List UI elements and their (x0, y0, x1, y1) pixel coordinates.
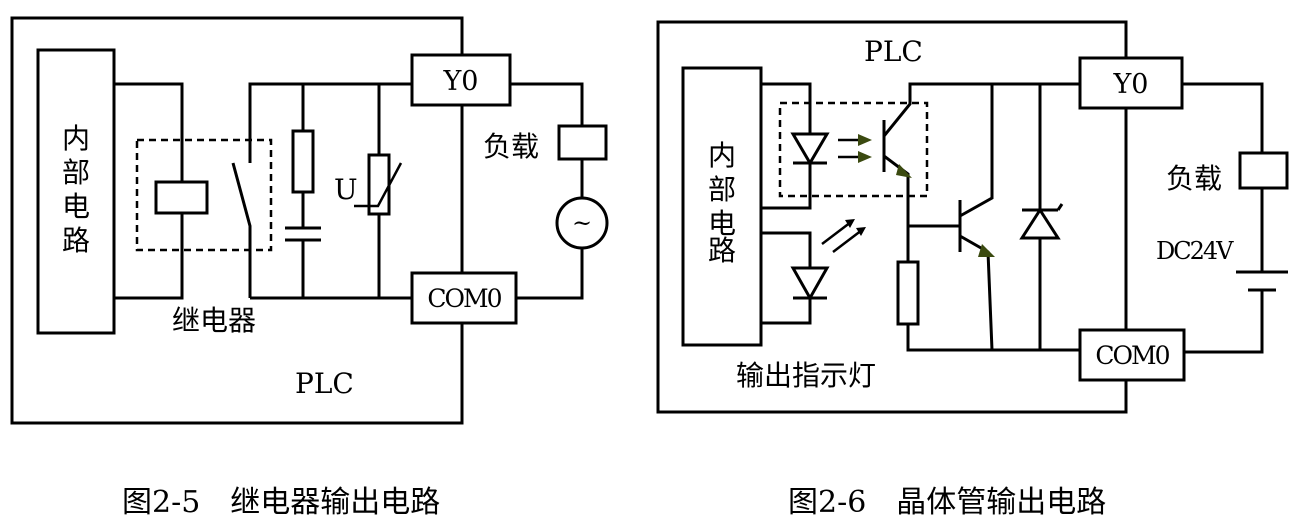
indicator-light-lines (821, 221, 863, 253)
relay-coil (154, 180, 209, 215)
internal-label-2: 部 (708, 173, 736, 206)
plc-label: PLC (864, 35, 923, 68)
indicator-led (790, 266, 830, 302)
internal-label-1: 内 (62, 122, 90, 155)
internal-label-3: 电 (62, 190, 90, 223)
resistor (291, 129, 315, 194)
load-label: 负载 (1166, 162, 1222, 195)
figure-2-6: PLC 内 部 电 路 Y0 COM0 负载 (656, 20, 1289, 520)
opto-led-wire (761, 82, 812, 210)
coil-wires (114, 82, 184, 300)
opto-emitter-arrow (896, 164, 912, 178)
caption-2-6: 图2-6 晶体管输出电路 (788, 485, 1106, 520)
optocoupler-dashed-box (778, 101, 929, 198)
internal-circuit-block (36, 48, 116, 335)
plc-outline (656, 20, 1128, 414)
dc-label: DC24V (1156, 237, 1234, 265)
opto-led (790, 132, 830, 166)
com0-terminal (1078, 328, 1186, 382)
varistor-slash (354, 162, 403, 208)
indicator-label: 输出指示灯 (736, 359, 876, 392)
y0-terminal (410, 53, 512, 107)
load (557, 124, 608, 161)
plc-label: PLC (295, 367, 354, 400)
ac-source (555, 196, 609, 250)
load-label: 负载 (483, 130, 539, 163)
bottom-bus (906, 324, 1080, 352)
plc-outline (10, 16, 464, 425)
relay-label: 继电器 (172, 304, 256, 337)
y0-label: Y0 (1112, 69, 1148, 100)
indicator-light-arrows (845, 219, 866, 236)
com0-label: COM0 (427, 284, 501, 313)
indicator-led-wire (761, 231, 812, 325)
load (1238, 151, 1289, 190)
internal-label-4: 路 (62, 224, 90, 257)
output-transistor (908, 84, 994, 351)
ac-symbol: ~ (572, 209, 592, 237)
relay-dashed-box (135, 138, 273, 252)
relay-contact (231, 82, 412, 298)
capacitor (285, 226, 321, 242)
internal-label-1: 内 (708, 139, 736, 172)
zener-diode (1019, 203, 1064, 240)
transistor-emitter-arrow (978, 244, 995, 257)
external-wire (510, 82, 584, 300)
external-wire (1182, 82, 1264, 354)
opto-light-arrows (858, 134, 872, 163)
internal-label-3: 电 (708, 207, 736, 240)
y0-label: Y0 (442, 66, 478, 97)
varistor-label: U (334, 173, 358, 206)
base-resistor (896, 260, 920, 326)
internal-label-4: 路 (708, 234, 736, 267)
caption-2-5: 图2-5 继电器输出电路 (122, 485, 440, 520)
internal-label-2: 部 (62, 156, 90, 189)
com0-label: COM0 (1095, 341, 1169, 370)
figure-2-5: 内 部 电 路 U Y0 COM0 负载 ~ 继电器 PLC 图2-5 继电器输… (10, 16, 609, 520)
